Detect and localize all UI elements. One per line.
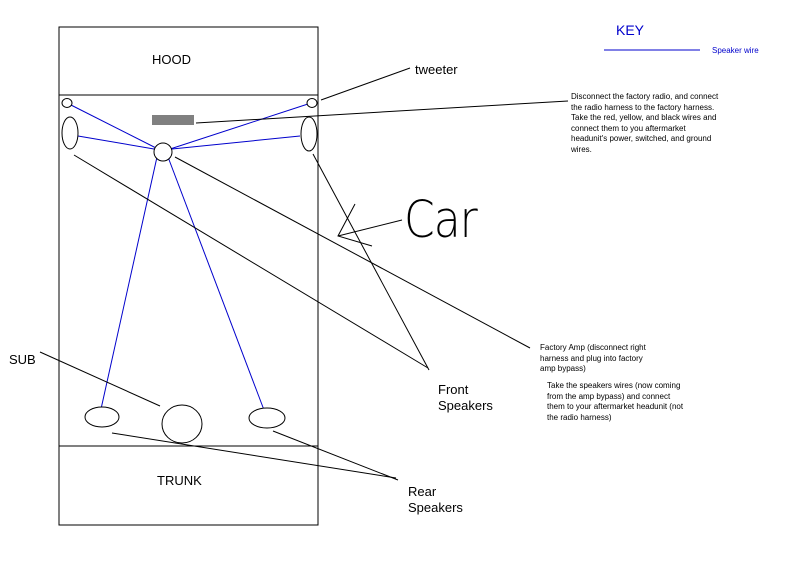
factory-amp xyxy=(153,142,173,162)
tweeter-right xyxy=(306,98,318,108)
rear-right-leader xyxy=(272,430,399,481)
speaker-wires xyxy=(66,102,312,411)
wire-rear-left xyxy=(100,156,158,410)
hand-drawn-arrow-icon xyxy=(337,203,403,247)
speaker-wire-note: Take the speakers wires (now coming from… xyxy=(547,381,684,422)
rear-left-leader xyxy=(111,432,397,479)
key-speaker-wire-label: Speaker wire xyxy=(712,46,759,55)
rear-speaker-left xyxy=(84,406,120,428)
tweeter-label: tweeter xyxy=(415,62,458,77)
front-speaker-left xyxy=(61,116,79,150)
subwoofer xyxy=(161,404,203,444)
factory-radio xyxy=(152,115,194,125)
tweeter-left xyxy=(61,98,73,108)
car-body-outline xyxy=(58,26,319,526)
wire-rear-right xyxy=(167,156,265,411)
wire-left-tweeter xyxy=(66,102,163,152)
rear-speakers-label: Rear Speakers xyxy=(408,484,463,515)
hood-label: HOOD xyxy=(152,52,191,67)
factory-amp-note: Factory Amp (disconnect right harness an… xyxy=(540,343,646,374)
wire-front-right xyxy=(171,135,301,150)
sub-leader xyxy=(39,351,161,407)
wire-front-left xyxy=(77,135,155,150)
wire-right-tweeter xyxy=(163,102,312,152)
trunk-label: TRUNK xyxy=(157,473,202,488)
radio-leader xyxy=(195,100,569,124)
radio-instruction-note: Disconnect the factory radio, and connec… xyxy=(571,92,719,154)
front-speaker-right xyxy=(300,116,318,152)
sub-label: SUB xyxy=(9,352,36,367)
tweeter-leader xyxy=(320,67,411,101)
front-right-leader xyxy=(312,153,430,371)
key-title: KEY xyxy=(616,22,645,38)
front-left-leader xyxy=(73,154,429,369)
amp-leader xyxy=(174,156,531,349)
callout-lines xyxy=(39,67,569,481)
car-annotation: Car xyxy=(404,191,478,250)
rear-speaker-right xyxy=(248,407,286,429)
front-speakers-label: Front Speakers xyxy=(438,382,493,413)
